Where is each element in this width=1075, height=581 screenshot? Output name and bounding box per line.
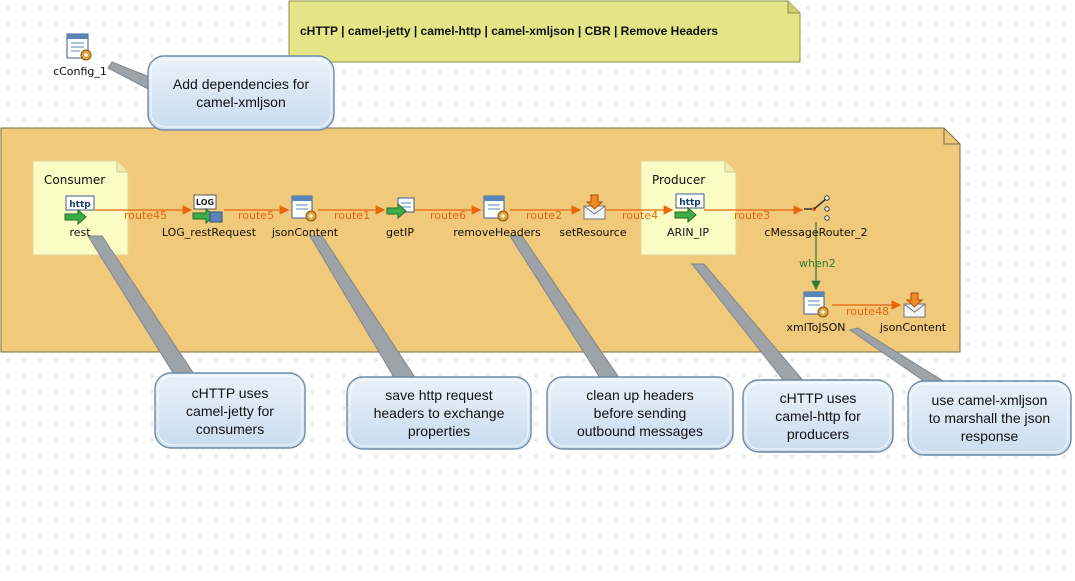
bubble-marshal-shape bbox=[907, 380, 1072, 456]
bubble-marshal-line3: response bbox=[960, 428, 1019, 444]
bubble-headers[interactable]: save http request headers to exchange prop… bbox=[347, 377, 531, 449]
xmltojson-label: xmlToJSON bbox=[786, 321, 846, 334]
bubble-consumer-line3: consumers bbox=[195, 420, 265, 437]
bubble-consumer-shape bbox=[154, 372, 306, 449]
producer-note-title: Producer bbox=[652, 173, 706, 187]
jsoncontent-label: jsonContent bbox=[271, 226, 339, 239]
jsoncontent2-label: jsonContent bbox=[879, 321, 947, 334]
consumer-note-title: Consumer bbox=[44, 173, 106, 187]
set-body-icon bbox=[903, 292, 926, 318]
getip-component[interactable] bbox=[386, 196, 416, 224]
cconfig-label: cConfig_1 bbox=[53, 65, 107, 78]
title-note[interactable]: cHTTP | camel-jetty | camel-http | camel… bbox=[288, 0, 800, 62]
route5-label: route5 bbox=[238, 209, 275, 222]
title-note-shape bbox=[288, 0, 801, 63]
bubble-marshal-line1: use camel-xmljson bbox=[931, 392, 1048, 408]
route45-label: route45 bbox=[124, 209, 168, 222]
bubble-consumer-line2: camel-jetty for bbox=[186, 402, 274, 419]
bubble-headers-line3: properties bbox=[407, 423, 471, 439]
router-icon bbox=[804, 195, 830, 221]
bubble-dependencies-shape bbox=[147, 55, 335, 131]
route3-label: route3 bbox=[734, 209, 771, 222]
bubble-producer-line1: cHTTP uses bbox=[779, 390, 857, 406]
log-component[interactable]: LOG bbox=[192, 194, 224, 225]
rest-label: rest bbox=[69, 226, 91, 239]
processor-icon bbox=[483, 195, 509, 222]
processor-icon bbox=[291, 195, 317, 222]
http-consumer-icon: http bbox=[64, 195, 95, 226]
set-body-icon bbox=[583, 194, 606, 220]
jsoncontent-component[interactable] bbox=[290, 194, 320, 224]
log-icon: LOG bbox=[192, 194, 223, 225]
getip-label: getIP bbox=[386, 226, 414, 239]
route-connectors bbox=[95, 205, 902, 310]
removeheaders-component[interactable] bbox=[482, 194, 512, 224]
route1-label: route1 bbox=[334, 209, 371, 222]
get-header-icon bbox=[386, 197, 415, 220]
removeheaders-label: removeHeaders bbox=[453, 226, 541, 239]
bubble-dependencies[interactable]: Add dependencies for camel-xmljson bbox=[148, 56, 334, 130]
bubble-cleanup-shape bbox=[546, 376, 734, 450]
title-note-text: cHTTP | camel-jetty | camel-http | camel… bbox=[300, 24, 719, 38]
processor-icon bbox=[803, 291, 829, 318]
arin-label: ARIN_IP bbox=[666, 226, 710, 239]
bubble-consumer-line1: cHTTP uses bbox=[191, 384, 269, 401]
bubble-headers-line1: save http request bbox=[385, 387, 493, 403]
bubble-producer-shape bbox=[742, 379, 894, 453]
bubble-marshal[interactable]: use camel-xmljson to marshall the json res… bbox=[908, 381, 1071, 455]
router-label: cMessageRouter_2 bbox=[764, 226, 868, 239]
arin-component[interactable]: http bbox=[674, 193, 706, 224]
http-producer-icon: http bbox=[674, 193, 705, 224]
config-icon bbox=[66, 33, 92, 61]
bubble-headers-shape bbox=[346, 376, 532, 450]
route4-label: route4 bbox=[622, 209, 659, 222]
log-label: LOG_restRequest bbox=[161, 226, 257, 239]
svg-text:http: http bbox=[679, 198, 701, 208]
route2-label: route2 bbox=[526, 209, 563, 222]
setresource-component[interactable] bbox=[582, 194, 608, 222]
when2-label: when2 bbox=[799, 257, 836, 270]
bubble-headers-line2: headers to exchange bbox=[373, 405, 505, 421]
svg-text:LOG: LOG bbox=[196, 198, 214, 207]
bubble-dependencies-line2: camel-xmljson bbox=[196, 94, 286, 110]
router-component[interactable] bbox=[802, 194, 832, 222]
bubble-producer-line2: camel-http for bbox=[775, 408, 861, 424]
route48-label: route48 bbox=[846, 305, 890, 318]
route6-label: route6 bbox=[430, 209, 467, 222]
bubble-producer[interactable]: cHTTP uses camel-http for producers bbox=[743, 380, 893, 452]
rest-component[interactable]: http bbox=[64, 195, 96, 226]
xmltojson-component[interactable] bbox=[802, 290, 832, 320]
bubble-cleanup-line3: outbound messages bbox=[576, 423, 704, 439]
bubble-pointers bbox=[87, 61, 950, 389]
cconfig-component[interactable] bbox=[66, 33, 94, 63]
jsoncontent2-component[interactable] bbox=[902, 292, 928, 320]
bubble-dependencies-line1: Add dependencies for bbox=[172, 76, 310, 92]
bubble-cleanup[interactable]: clean up headers before sending outbound m… bbox=[547, 377, 733, 449]
bubble-producer-line3: producers bbox=[786, 426, 850, 442]
bubble-marshal-line2: to marshall the json bbox=[928, 410, 1051, 426]
svg-text:http: http bbox=[69, 200, 91, 210]
bubble-cleanup-line2: before sending bbox=[593, 405, 687, 421]
bubble-cleanup-line1: clean up headers bbox=[586, 387, 694, 403]
setresource-label: setResource bbox=[559, 226, 627, 239]
